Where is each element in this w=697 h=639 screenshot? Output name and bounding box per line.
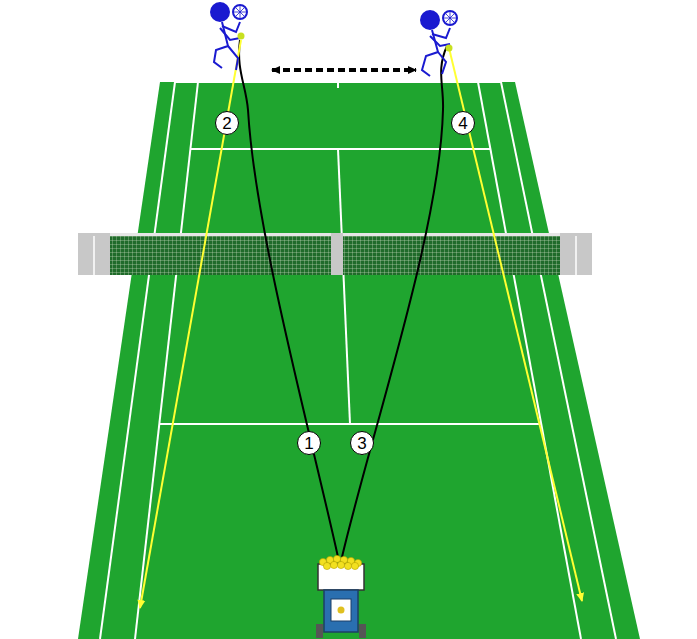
- callout-number: 4: [451, 111, 475, 135]
- tennis-ball: [351, 562, 358, 569]
- court-lines: [100, 82, 616, 639]
- player-figure: [421, 11, 457, 76]
- player-figure: [211, 3, 247, 70]
- tennis-ball: [330, 561, 337, 568]
- tennis-ball: [344, 562, 351, 569]
- tennis-ball: [323, 562, 330, 569]
- callout-number: 3: [350, 431, 374, 455]
- feed-trajectories: [239, 40, 447, 557]
- shot-paths: [140, 40, 582, 608]
- tennis-ball: [337, 561, 344, 568]
- callout-number: 2: [215, 111, 239, 135]
- court-surface: [78, 82, 640, 639]
- movement-arrow: [272, 68, 416, 72]
- tennis-net: [78, 233, 592, 275]
- ball-machine: [316, 555, 366, 638]
- callout-number: 1: [297, 431, 321, 455]
